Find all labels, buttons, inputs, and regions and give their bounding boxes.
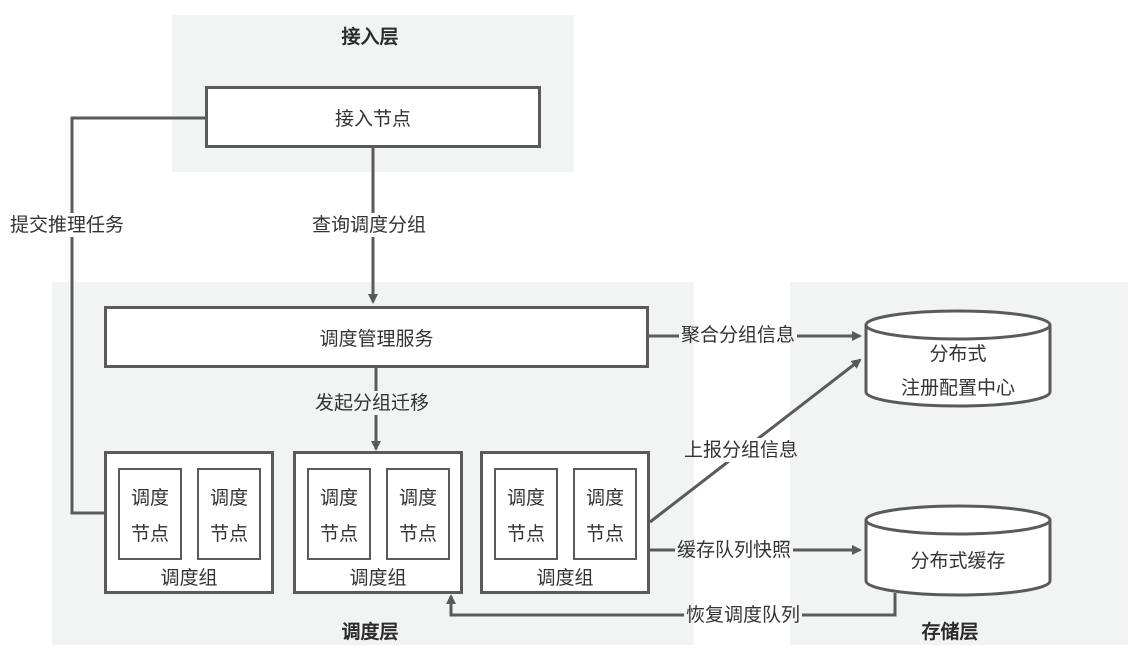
node-text: 节点 bbox=[130, 523, 169, 545]
group-label: 调度组 bbox=[349, 567, 407, 589]
node-text: 调度 bbox=[209, 487, 248, 509]
schedule-node[interactable]: 调度节点 bbox=[386, 468, 450, 560]
schedule-service-label: 调度管理服务 bbox=[319, 327, 434, 350]
edge-label-query-group: 查询调度分组 bbox=[310, 213, 429, 237]
group-label: 调度组 bbox=[536, 567, 594, 589]
schedule-management-service[interactable]: 调度管理服务 bbox=[104, 306, 649, 368]
registry-cylinder bbox=[864, 309, 1052, 408]
schedule-group[interactable]: 调度节点 调度节点 调度组 bbox=[480, 451, 650, 594]
edge-label-submit-task: 提交推理任务 bbox=[8, 213, 127, 237]
registry-label: 分布式 注册配置中心 bbox=[866, 337, 1050, 405]
edge-label-report-info: 上报分组信息 bbox=[682, 438, 801, 462]
node-text: 节点 bbox=[398, 523, 437, 545]
access-node[interactable]: 接入节点 bbox=[205, 86, 541, 148]
edge-label-cache-snapshot: 缓存队列快照 bbox=[675, 538, 794, 562]
node-text: 调度 bbox=[506, 487, 545, 509]
node-text: 节点 bbox=[585, 523, 624, 545]
edge-label-aggregate-info: 聚合分组信息 bbox=[679, 323, 798, 347]
schedule-node[interactable]: 调度节点 bbox=[118, 468, 182, 560]
node-text: 调度 bbox=[585, 487, 624, 509]
edge-submit-task bbox=[70, 116, 206, 518]
schedule-node[interactable]: 调度节点 bbox=[494, 468, 558, 560]
access-node-label: 接入节点 bbox=[334, 107, 411, 130]
registry-line1: 分布式 bbox=[929, 343, 987, 365]
access-layer-title: 接入层 bbox=[341, 26, 399, 48]
schedule-node[interactable]: 调度节点 bbox=[573, 468, 637, 560]
node-text: 调度 bbox=[130, 487, 169, 509]
edge-label-start-migration: 发起分组迁移 bbox=[313, 391, 432, 415]
storage-layer-title: 存储层 bbox=[921, 621, 979, 643]
schedule-group[interactable]: 调度节点 调度节点 调度组 bbox=[104, 451, 274, 594]
schedule-node[interactable]: 调度节点 bbox=[307, 468, 371, 560]
schedule-node[interactable]: 调度节点 bbox=[197, 468, 261, 560]
edge-label-restore-queue: 恢复调度队列 bbox=[684, 603, 803, 627]
scheduling-layer-title: 调度层 bbox=[341, 621, 399, 643]
node-text: 节点 bbox=[319, 523, 358, 545]
cache-cylinder bbox=[864, 504, 1052, 597]
edge-restore-queue bbox=[446, 593, 897, 617]
node-text: 调度 bbox=[319, 487, 358, 509]
node-text: 节点 bbox=[506, 523, 545, 545]
cache-label: 分布式缓存 bbox=[910, 550, 1006, 572]
node-text: 节点 bbox=[209, 523, 248, 545]
registry-line2: 注册配置中心 bbox=[900, 377, 1015, 399]
group-label: 调度组 bbox=[160, 567, 218, 589]
node-text: 调度 bbox=[398, 487, 437, 509]
schedule-group[interactable]: 调度节点 调度节点 调度组 bbox=[293, 451, 463, 594]
